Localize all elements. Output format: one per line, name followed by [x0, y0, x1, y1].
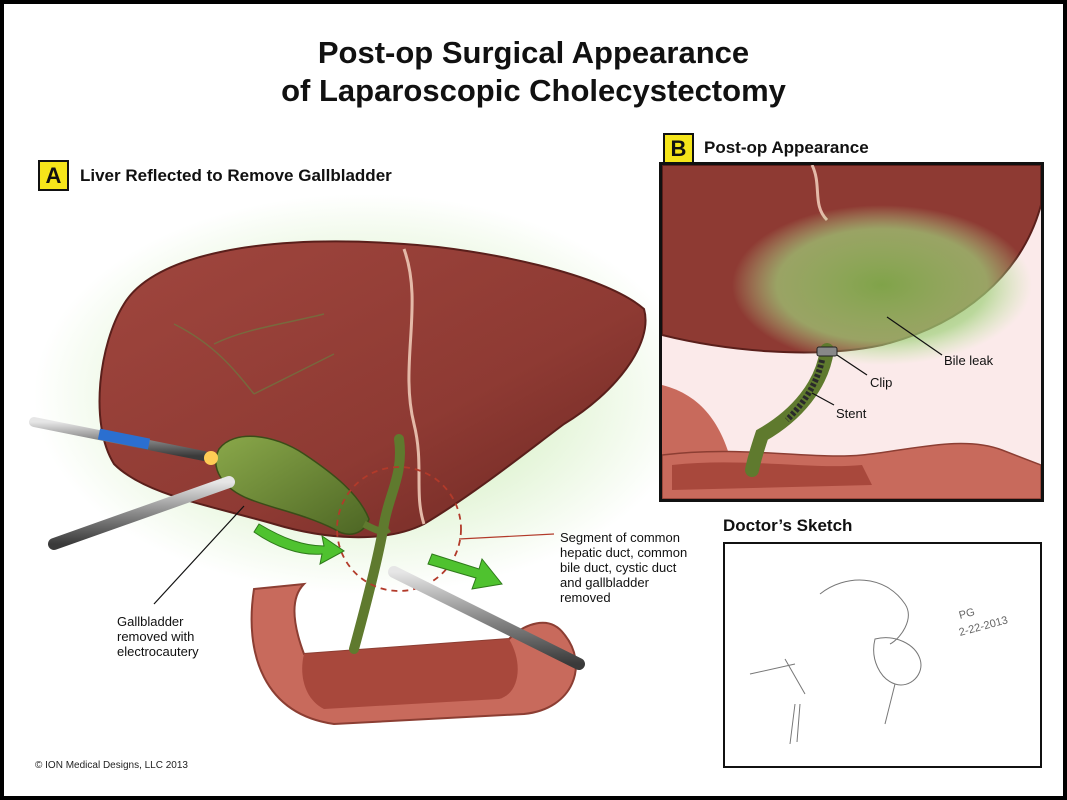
callout-line-segment	[458, 533, 555, 540]
sketch-frame: PG 2-22-2013	[723, 542, 1042, 768]
copyright: © ION Medical Designs, LLC 2013	[35, 760, 188, 771]
callout-segment-line-4: and gallbladder	[560, 575, 649, 590]
resection-circle	[336, 466, 462, 592]
doctor-sketch: PG 2-22-2013	[749, 579, 1009, 745]
sketch-gallbladder	[873, 637, 922, 686]
grasper-left	[48, 476, 235, 550]
sketch-strokes	[749, 658, 896, 725]
callout-gallbladder-line-2: removed with	[117, 629, 195, 644]
title-line-2: of Laparoscopic Cholecystectomy	[281, 73, 786, 108]
page-title: Post-op Surgical Appearance of Laparosco…	[4, 34, 1063, 110]
electrocautery-grip	[97, 428, 151, 450]
callout-segment-line-3: bile duct, cystic duct	[560, 560, 677, 575]
callout-gallbladder-line-3: electrocautery	[117, 644, 199, 659]
leader-stent	[811, 392, 835, 406]
callout-line-gallbladder	[153, 505, 245, 605]
panel-a-badge: A	[38, 160, 69, 191]
leader-clip	[836, 354, 868, 376]
grasper-right	[388, 566, 585, 670]
sketch-instrument	[789, 703, 801, 745]
panel-b-illustration: Bile leak Clip Stent	[662, 165, 1041, 499]
panel-a-heading: Liver Reflected to Remove Gallbladder	[80, 166, 392, 185]
label-clip: Clip	[870, 375, 892, 390]
callout-gallbladder-line-1: Gallbladder	[117, 614, 184, 629]
label-bile-leak: Bile leak	[944, 353, 994, 368]
callout-segment-line-5: removed	[560, 590, 611, 605]
stent	[784, 359, 825, 423]
removal-arrow-2	[427, 553, 503, 590]
removal-arrow-1	[253, 523, 345, 565]
bile-leak-cloud	[732, 205, 1032, 365]
duodenum-b-lumen	[672, 462, 872, 490]
panel-b-badge: B	[663, 133, 694, 164]
callout-segment: Segment of common hepatic duct, common b…	[560, 530, 687, 605]
common-bile-duct	[349, 434, 405, 654]
callout-gallbladder: Gallbladder removed with electrocautery	[117, 614, 199, 659]
clip	[816, 346, 838, 357]
panel-b-frame: Bile leak Clip Stent	[659, 162, 1044, 502]
callout-segment-line-1: Segment of common	[560, 530, 680, 545]
cystic-duct	[362, 520, 392, 535]
panel-b-heading: Post-op Appearance	[704, 138, 869, 157]
leader-bile-leak	[886, 316, 943, 356]
gallbladder	[215, 435, 370, 535]
panel-a-illustration	[29, 194, 664, 726]
sketch-initials: PG	[958, 606, 976, 622]
illustration-frame: Post-op Surgical Appearance of Laparosco…	[4, 4, 1063, 796]
title-line-1: Post-op Surgical Appearance	[317, 35, 750, 70]
liver-vessels	[173, 313, 335, 395]
label-stent: Stent	[836, 406, 867, 421]
cautery-tip	[204, 451, 218, 465]
falciform-ligament	[402, 248, 426, 525]
sketch-heading: Doctor’s Sketch	[723, 516, 853, 535]
duodenum-lumen	[302, 639, 518, 709]
callout-segment-line-2: hepatic duct, common	[560, 545, 688, 560]
sketch-liver	[819, 579, 909, 645]
